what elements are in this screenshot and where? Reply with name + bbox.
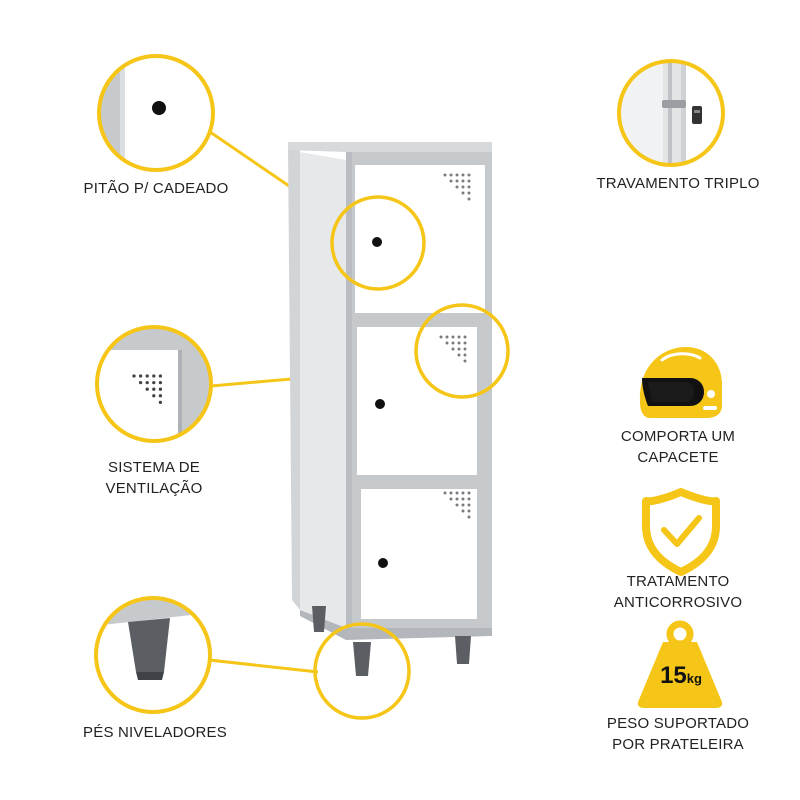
- label-leveling-feet: PÉS NIVELADORES: [83, 724, 227, 741]
- label-anticorrosion: TRATAMENTO ANTICORROSIVO: [613, 573, 743, 611]
- zoom-ventilation: [95, 325, 213, 443]
- label-helmet: COMPORTA UM CAPACETE: [620, 428, 736, 466]
- padlock-knob: [372, 237, 382, 247]
- weight-value: 15: [660, 662, 687, 689]
- weight-icon: [637, 620, 723, 708]
- label-weight-capacity: PESO SUPORTADO POR PRATELEIRA: [606, 715, 750, 753]
- locker-door-bottom: [361, 489, 477, 619]
- highlight-circles: [313, 195, 510, 720]
- helmet-icon: [639, 347, 722, 418]
- label-ventilation: SISTEMA DE VENTILAÇÃO: [105, 459, 203, 497]
- label-padlock-knob: PITÃO P/ CADEADO: [83, 180, 229, 197]
- zoom-padlock-knob: [97, 54, 215, 172]
- weight-unit: kg: [686, 671, 702, 686]
- zoom-leveling-feet: [94, 596, 212, 714]
- locker-cabinet: [288, 142, 492, 676]
- leveling-feet: [312, 606, 471, 676]
- zoom-triple-lock: [617, 59, 725, 167]
- shield-check-icon: [642, 488, 720, 576]
- weight-label: 15kg: [640, 662, 722, 690]
- label-triple-lock: TRAVAMENTO TRIPLO: [596, 175, 760, 192]
